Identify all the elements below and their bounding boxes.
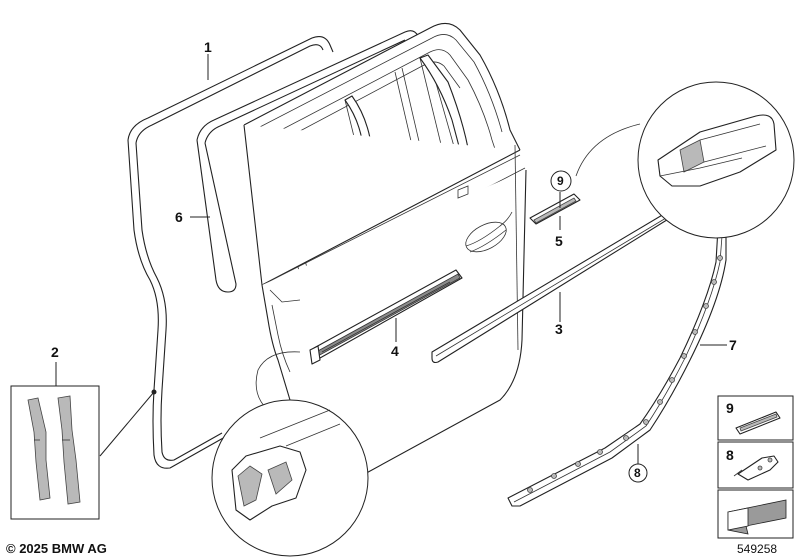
label-part-8[interactable]: 8 xyxy=(634,466,641,480)
label-part-3[interactable]: 3 xyxy=(555,321,563,337)
label-part-1[interactable]: 1 xyxy=(204,39,212,55)
leader-lines xyxy=(55,54,727,464)
legend-panel xyxy=(717,395,794,539)
detail-callout-seal xyxy=(211,351,369,557)
legend-label-9: 9 xyxy=(726,400,734,416)
callout-circle-8 xyxy=(628,463,648,483)
label-part-7[interactable]: 7 xyxy=(729,337,737,353)
label-part-2[interactable]: 2 xyxy=(51,344,59,360)
small-trim-piece[interactable] xyxy=(529,193,581,225)
label-part-9[interactable]: 9 xyxy=(557,174,564,188)
window-channel-seal[interactable] xyxy=(196,30,419,293)
copyright-text: © 2025 BMW AG xyxy=(6,541,107,556)
part-2-inset[interactable] xyxy=(10,385,157,520)
label-part-4[interactable]: 4 xyxy=(391,343,399,359)
legend-label-8: 8 xyxy=(726,447,734,463)
label-part-6[interactable]: 6 xyxy=(175,209,183,225)
door-seal-outer[interactable] xyxy=(127,36,334,469)
rear-door-shell[interactable] xyxy=(243,22,527,483)
detail-callout-clip xyxy=(575,81,795,239)
sill-cover-rail[interactable] xyxy=(507,226,727,507)
waist-seal-inner[interactable] xyxy=(309,269,463,365)
diagram-number: 549258 xyxy=(737,542,778,556)
label-part-5[interactable]: 5 xyxy=(555,233,563,249)
callout-circle-9 xyxy=(550,170,572,192)
